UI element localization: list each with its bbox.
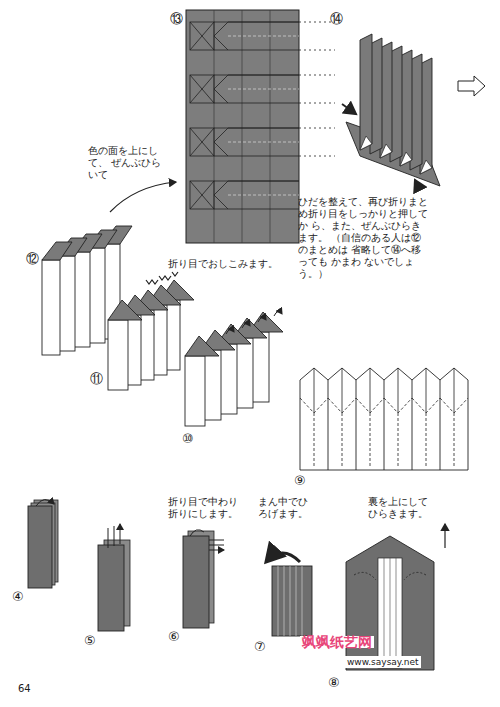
instruction-note-box: 折り目で中わり 折りにします。 — [168, 496, 240, 520]
instruction-note: まん中でひ ろげます。 — [258, 496, 312, 520]
step-number-box: ⑦ — [254, 640, 266, 654]
step-number-box: ⑪ — [90, 372, 103, 386]
step-number: ④ — [12, 590, 24, 604]
step-number: ⑭ — [330, 12, 343, 26]
step-number: ⑫ — [26, 252, 39, 266]
step-number: ⑤ — [84, 634, 96, 648]
instruction-note: 色の面を上にして、 ぜんぶひらいて — [88, 145, 168, 181]
instruction-note-box: 色の面を上にして、 ぜんぶひらいて — [88, 145, 168, 181]
step-number-box: ⑨ — [294, 474, 306, 488]
step-number-box: ⑬ — [170, 12, 183, 26]
watermark-box: 飒飒纸艺网 — [300, 636, 374, 648]
step-number-box: ⑤ — [84, 634, 96, 648]
instruction-note-box: 裏を上にして ひらきます。 — [368, 496, 434, 520]
watermark-url: www.saysay.net — [345, 656, 421, 668]
instruction-note: ひだを整えて、再び折りまと め折り目をしっかりと押してか ら、また、ぜんぶひらき… — [298, 196, 428, 280]
watermark: 飒飒纸艺网 — [300, 636, 374, 648]
instruction-note: 裏を上にして ひらきます。 — [368, 496, 434, 520]
step-number: ⑦ — [254, 640, 266, 654]
page-number: 64 — [18, 683, 31, 695]
instruction-note-box: 折り目でおしこみます。 — [168, 258, 278, 270]
step-number: ⑬ — [170, 12, 183, 26]
page-number-box: 64 — [18, 683, 31, 695]
step-number: ⑨ — [294, 474, 306, 488]
step-number: ⑥ — [168, 630, 180, 644]
step-number-box: ⑧ — [328, 676, 340, 690]
step-number: ⑧ — [328, 676, 340, 690]
step-number-box: ⑭ — [330, 12, 343, 26]
step-number-box: ⑩ — [182, 432, 194, 446]
step-number: ⑪ — [90, 372, 103, 386]
step-number-box: ④ — [12, 590, 24, 604]
instruction-note: 折り目で中わり 折りにします。 — [168, 496, 240, 520]
step-number-box: ⑥ — [168, 630, 180, 644]
instruction-note: 折り目でおしこみます。 — [168, 258, 278, 270]
watermark-url-box: www.saysay.net — [345, 656, 421, 668]
instruction-note-box: まん中でひ ろげます。 — [258, 496, 312, 520]
step-number: ⑩ — [182, 432, 194, 446]
step-number-box: ⑫ — [26, 252, 39, 266]
instruction-note-box: ひだを整えて、再び折りまと め折り目をしっかりと押してか ら、また、ぜんぶひらき… — [298, 196, 428, 280]
